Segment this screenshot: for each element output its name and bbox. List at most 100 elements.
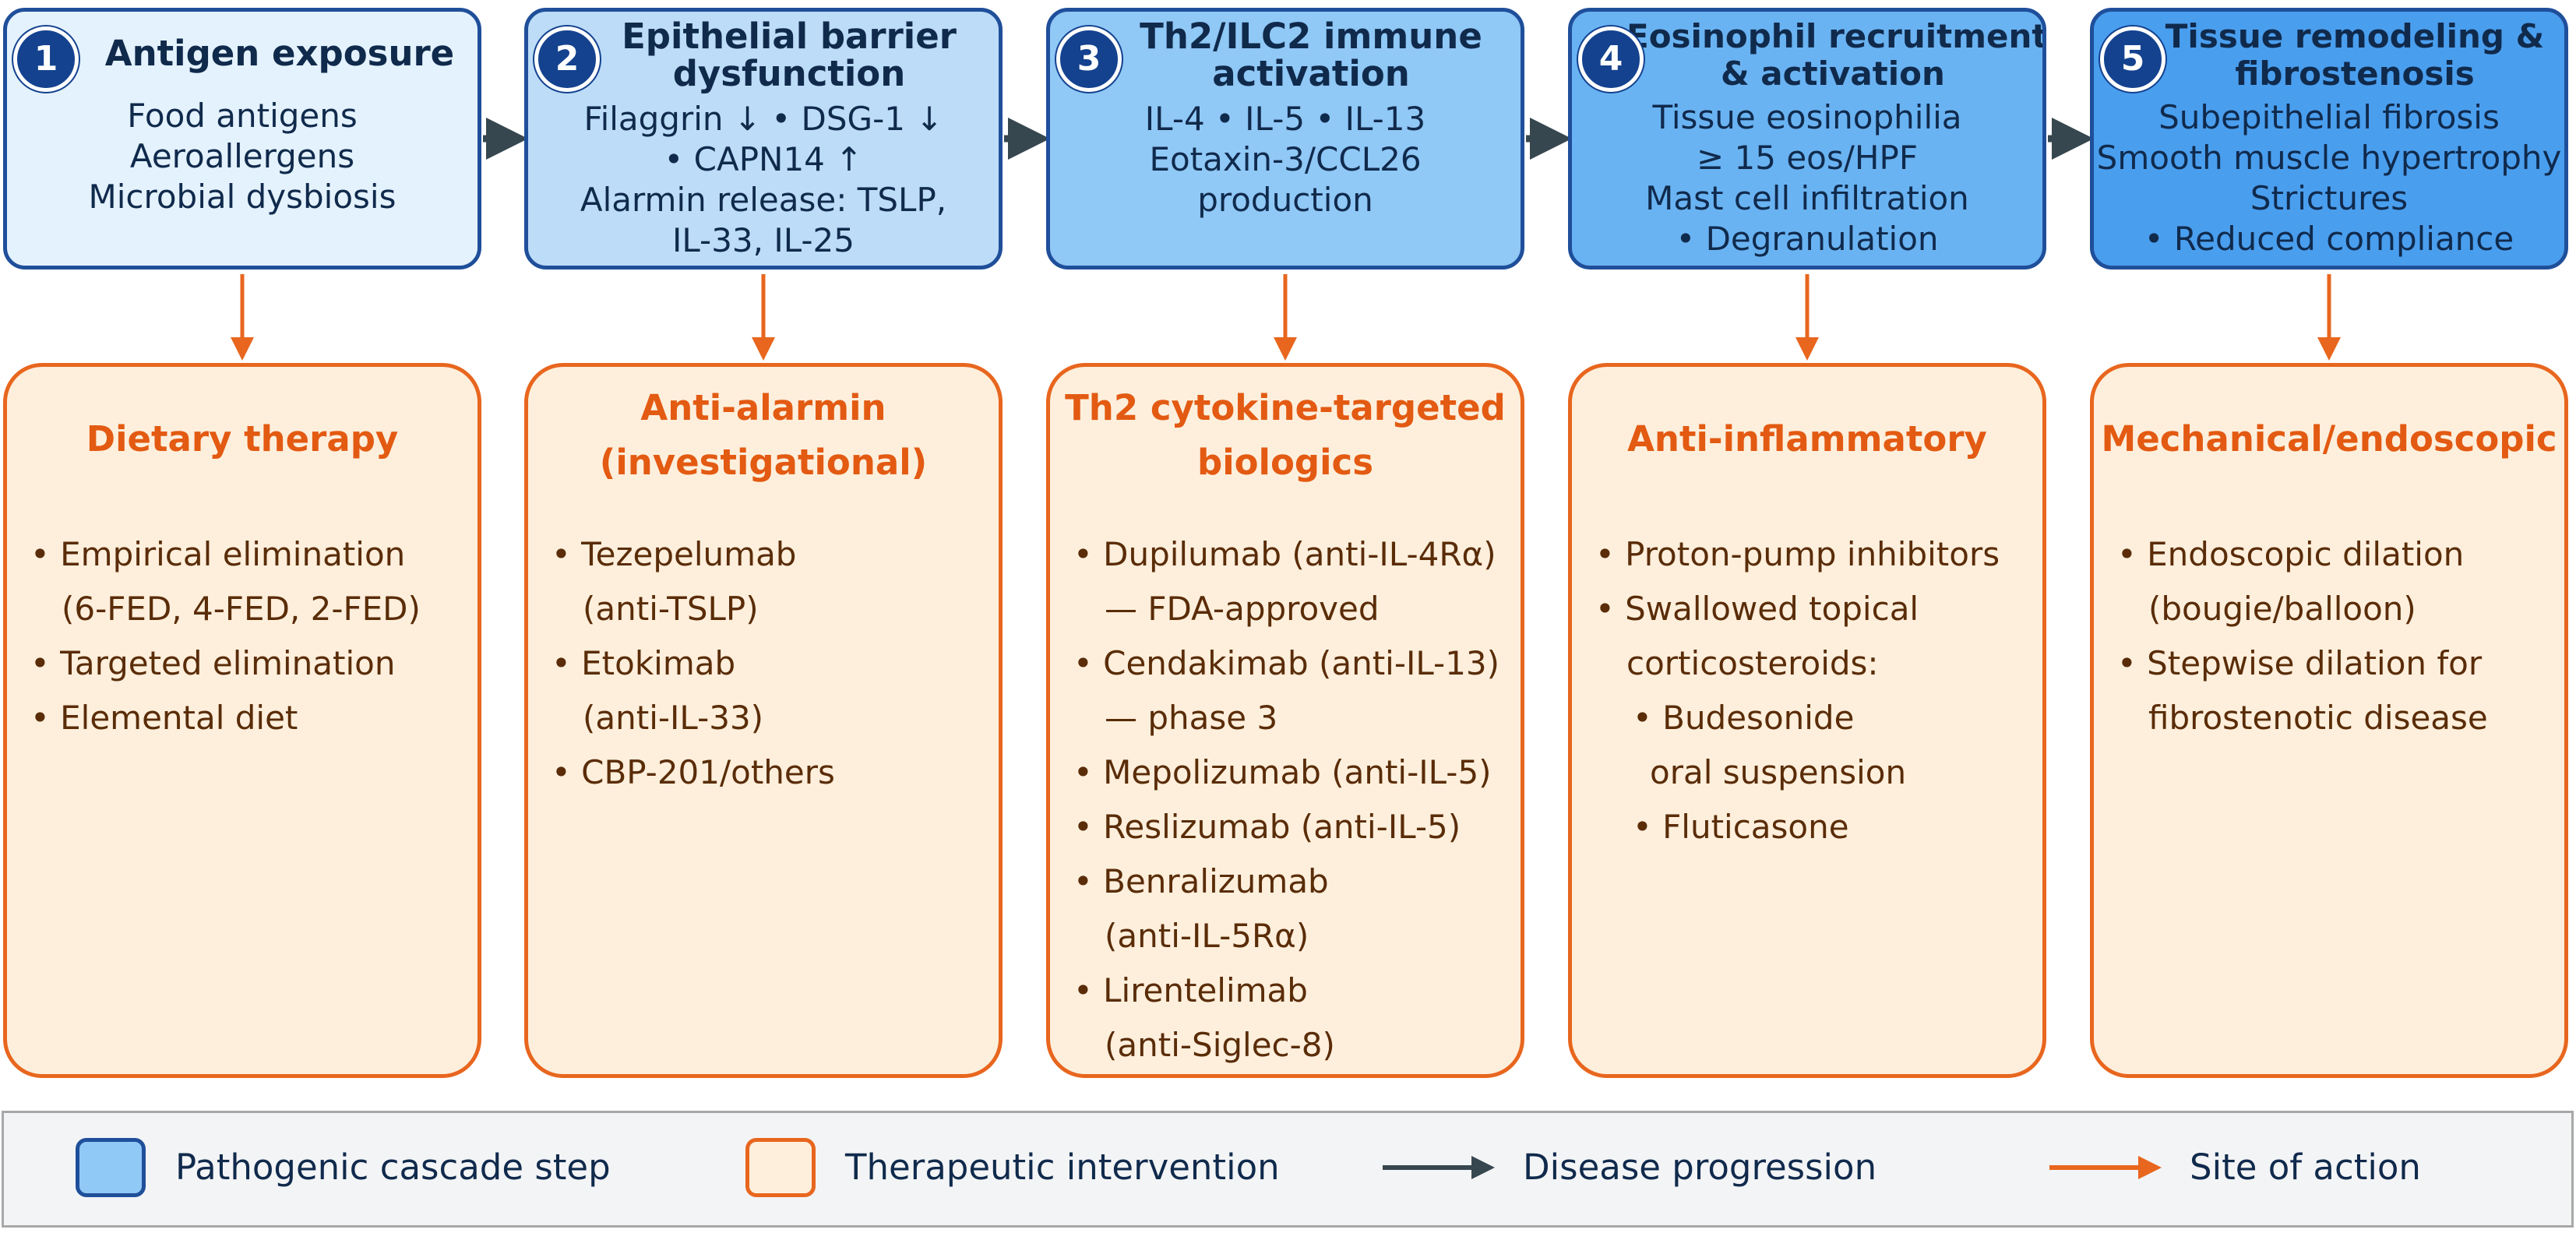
step-description: Filaggrin ↓ • DSG-1 ↓• CAPN14 ↑Alarmin r… — [528, 99, 999, 261]
therapy-box-1: Dietary therapy • Empirical elimination (6… — [3, 363, 481, 1078]
legend-action-arrow — [2049, 1156, 2162, 1179]
step-title-line: fibrostenosis — [2235, 55, 2475, 93]
therapy-list-item: • Dupilumab (anti-IL-4Rα) — [1073, 535, 1496, 573]
legend-progression-label: Disease progression — [1523, 1147, 1877, 1188]
therapy-title: Anti-inflammatory — [1572, 381, 2042, 490]
step-description-line: Food antigens — [127, 97, 358, 135]
therapy-title-line: Anti-alarmin — [640, 387, 886, 428]
legend-progression-arrow — [1383, 1156, 1495, 1179]
therapy-list: • Proton-pump inhibitors • Swallowed topi… — [1572, 527, 2042, 854]
legend-action-label: Site of action — [2190, 1147, 2421, 1188]
step-number-badge: 4 — [1578, 26, 1644, 92]
therapy-title: Mechanical/endoscopic — [2094, 381, 2564, 490]
step-description-line: Smooth muscle hypertrophy — [2096, 139, 2562, 177]
therapy-title: Th2 cytokine-targeted biologics — [1050, 381, 1521, 490]
therapy-list-item: (anti-IL-33) — [583, 699, 764, 737]
therapy-list-item: — phase 3 — [1105, 699, 1278, 737]
step-description-line: ≥ 15 eos/HPF — [1697, 139, 1918, 177]
step-title-line: Th2/ILC2 immune — [1140, 16, 1482, 57]
therapy-title-line: Th2 cytokine-targeted — [1065, 387, 1506, 428]
therapy-title-line: Mechanical/endoscopic — [2101, 418, 2557, 460]
step-title-line: & activation — [1721, 55, 1945, 93]
therapy-list: • Endoscopic dilation (bougie/balloon) • S… — [2094, 527, 2564, 745]
step-description-line: • Degranulation — [1676, 220, 1939, 258]
step-description-line: Strictures — [2250, 179, 2409, 217]
step-title-line: activation — [1212, 53, 1410, 94]
step-description-line: Eotaxin-3/CCL26 — [1149, 140, 1422, 178]
therapy-title-line: Anti-inflammatory — [1627, 418, 1987, 460]
step-title: Eosinophil recruitment& activation — [1572, 12, 2042, 93]
step-number-badge: 2 — [534, 26, 600, 92]
therapy-list-item: (anti-IL-5Rα) — [1105, 917, 1309, 955]
therapy-list-item: • Targeted elimination — [30, 644, 396, 682]
therapy-list-item: • Empirical elimination — [30, 535, 406, 573]
therapy-list-item: (6-FED, 4-FED, 2-FED) — [62, 590, 421, 628]
therapy-title: Anti-alarmin (investigational) — [528, 381, 999, 490]
step-description-line: Filaggrin ↓ • DSG-1 ↓ — [583, 100, 943, 138]
step-number-badge: 5 — [2100, 26, 2165, 92]
therapy-title: Dietary therapy — [7, 381, 477, 490]
therapy-list-item: (bougie/balloon) — [2148, 590, 2416, 628]
step-description-line: Mast cell infiltration — [1645, 179, 1969, 217]
legend-cascade-swatch — [76, 1138, 146, 1197]
therapy-list: • Tezepelumab(anti-TSLP)• Etokimab(anti-… — [528, 527, 999, 800]
therapy-list-item: fibrostenotic disease — [2148, 699, 2488, 737]
step-description-line: IL-33, IL-25 — [672, 221, 855, 259]
step-title: Antigen exposure — [7, 12, 477, 72]
therapy-list-item: • Budesonide — [1633, 699, 1855, 737]
step-description-line: Microbial dysbiosis — [88, 178, 396, 216]
therapy-box-4: Anti-inflammatory • Proton-pump inhibitor… — [1568, 363, 2046, 1078]
step-number-badge: 1 — [13, 26, 79, 92]
therapy-list-item: • Proton-pump inhibitors — [1595, 535, 2000, 573]
therapy-title-line: Dietary therapy — [86, 418, 399, 460]
legend-therapy-swatch — [745, 1138, 816, 1197]
step-description-line: Subepithelial fibrosis — [2158, 98, 2500, 136]
therapy-list-item: • Cendakimab (anti-IL-13) — [1073, 644, 1500, 682]
therapy-list-item: (anti-Siglec-8) — [1105, 1026, 1335, 1064]
step-title-line: Epithelial barrier — [622, 16, 957, 57]
therapy-list-item: (anti-TSLP) — [583, 590, 759, 628]
therapy-list-item: • Elemental diet — [30, 699, 298, 737]
therapy-list-item: • Stepwise dilation for — [2117, 644, 2483, 682]
therapy-list-item: corticosteroids: — [1626, 644, 1879, 682]
step-title-line: dysfunction — [672, 53, 906, 94]
therapy-list-item: • Endoscopic dilation — [2117, 535, 2465, 573]
step-number-badge: 3 — [1056, 26, 1122, 92]
therapy-list-item: • Swallowed topical — [1595, 590, 1919, 628]
therapy-list: • Empirical elimination (6-FED, 4-FED, 2-… — [7, 527, 477, 745]
therapy-box-2: Anti-alarmin(investigational)• Tezepelum… — [524, 363, 1003, 1078]
step-description-line: • CAPN14 ↑ — [664, 140, 863, 178]
step-description-line: IL-4 • IL-5 • IL-13 — [1144, 100, 1426, 138]
legend: Pathogenic cascade step Therapeutic inte… — [2, 1111, 2574, 1228]
step-title-line: Eosinophil recruitment — [1626, 17, 2046, 55]
therapy-list-item: • Etokimab — [551, 644, 736, 682]
step-description-line: • Reduced compliance — [2144, 220, 2514, 258]
step-title-line: Antigen exposure — [104, 33, 455, 74]
step-description-line: Tissue eosinophilia — [1652, 98, 1962, 136]
therapy-list-item: — FDA-approved — [1105, 590, 1380, 628]
therapy-list-item: • Reslizumab (anti-IL-5) — [1073, 808, 1461, 846]
step-title-line: Tissue remodeling & — [2165, 17, 2545, 55]
therapy-box-5: Mechanical/endoscopic • Endoscopic dilati… — [2090, 363, 2568, 1078]
therapy-list-item: • Benralizumab — [1073, 862, 1329, 900]
therapy-list-item: oral suspension — [1650, 753, 1907, 791]
therapy-title-line: biologics — [1197, 442, 1373, 483]
step-description-line: Aeroallergens — [129, 137, 355, 175]
therapy-list-item: • CBP-201/others — [551, 753, 835, 791]
therapy-box-3: Th2 cytokine-targeted biologics • Dupiluma… — [1046, 363, 1524, 1078]
therapy-title-line: (investigational) — [599, 442, 928, 483]
therapy-list-item: • Mepolizumab (anti-IL-5) — [1073, 753, 1492, 791]
therapy-list-item: • Fluticasone — [1633, 808, 1849, 846]
step-description-line: production — [1197, 181, 1373, 219]
